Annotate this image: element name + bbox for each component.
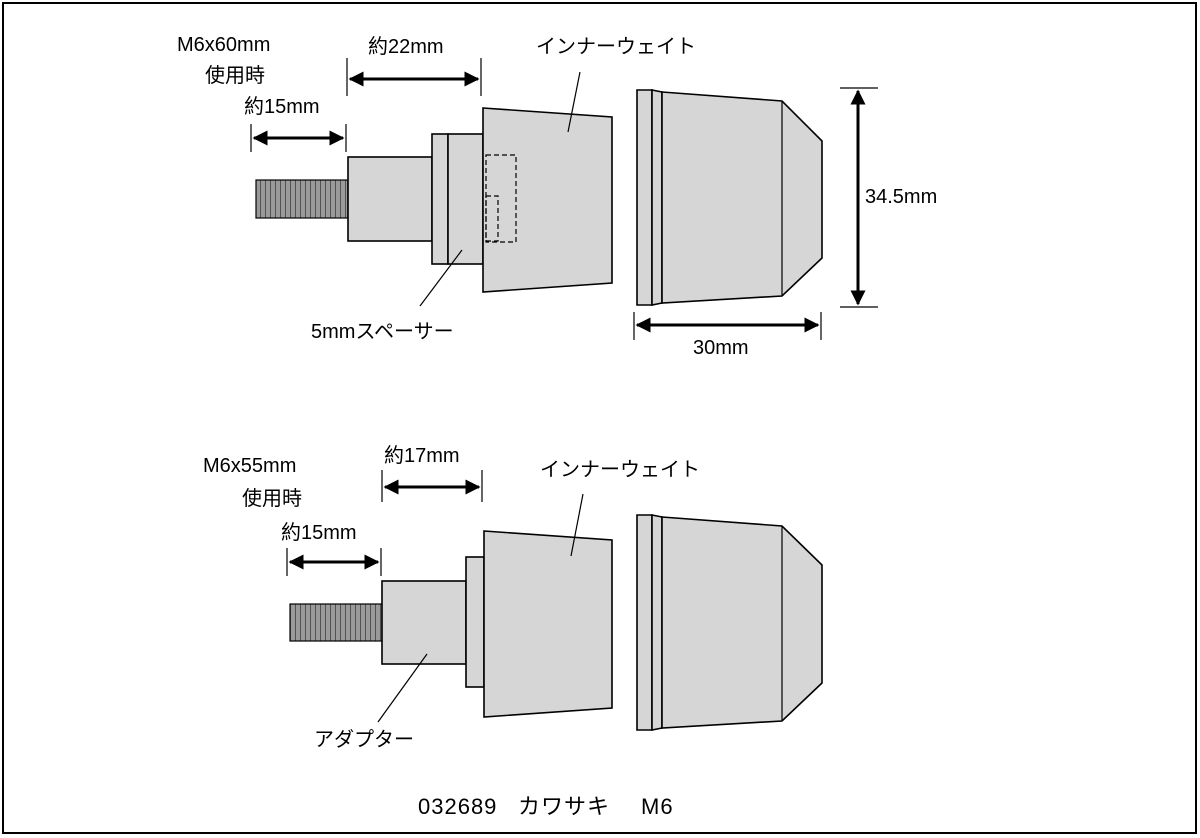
bottom-cap-body: [661, 516, 823, 729]
top-spacer-body: [447, 133, 484, 265]
top-hidden-bore: [485, 154, 517, 243]
top-cap-body: [661, 91, 823, 304]
top-use-label: 使用時: [205, 64, 265, 87]
top-leader-inner-weight: [567, 71, 581, 133]
top-inner-weight-label: インナーウェイト: [536, 36, 696, 58]
top-leader-spacer: [419, 249, 463, 307]
bottom-use-label: 使用時: [242, 487, 302, 510]
top-cap-rim: [651, 89, 663, 306]
top-length-label: 30mm: [693, 337, 749, 359]
caption-size: M6: [641, 794, 674, 819]
top-inner-weight: [482, 107, 613, 293]
caption: 032689 カワサキ M6: [418, 794, 674, 819]
top-thread-length: 約15mm: [244, 95, 320, 118]
bottom-leader-inner-weight: [570, 493, 584, 557]
bottom-inner-weight-label: インナーウェイト: [540, 459, 700, 481]
top-diameter-label: 34.5mm: [865, 186, 937, 208]
top-spacer-label: 5mmスペーサー: [311, 321, 454, 343]
top-assembly: M6x60mm 使用時 約15mm 約22mm インナーウェイト 5mmスペーサ…: [177, 34, 937, 359]
top-hidden-step: [485, 195, 499, 242]
top-collar: [347, 156, 433, 242]
bottom-bolt-spec: M6x55mm: [203, 455, 296, 477]
top-cap-groove: [636, 89, 653, 306]
bottom-cap-rim: [651, 514, 663, 731]
caption-maker: カワサキ: [518, 794, 610, 819]
top-spacer-ring: [431, 133, 449, 265]
bottom-adapter-length: 約17mm: [384, 444, 460, 467]
bottom-leader-adapter: [377, 653, 428, 723]
bottom-assembly: M6x55mm 使用時 約15mm 約17mm インナーウェイト アダプター: [203, 444, 823, 751]
bottom-cap-groove: [636, 514, 653, 731]
bottom-adapter-label: アダプター: [314, 728, 414, 751]
bottom-thread-length: 約15mm: [281, 521, 357, 544]
top-threaded-bolt: [255, 179, 349, 219]
bottom-adapter-flange: [465, 556, 485, 688]
bottom-inner-weight: [483, 530, 613, 718]
top-spacer-length: 約22mm: [368, 35, 444, 58]
caption-code: 032689: [418, 794, 497, 819]
bottom-adapter: [381, 580, 467, 665]
bottom-threaded-bolt: [289, 603, 384, 642]
top-bolt-spec: M6x60mm: [177, 34, 270, 56]
